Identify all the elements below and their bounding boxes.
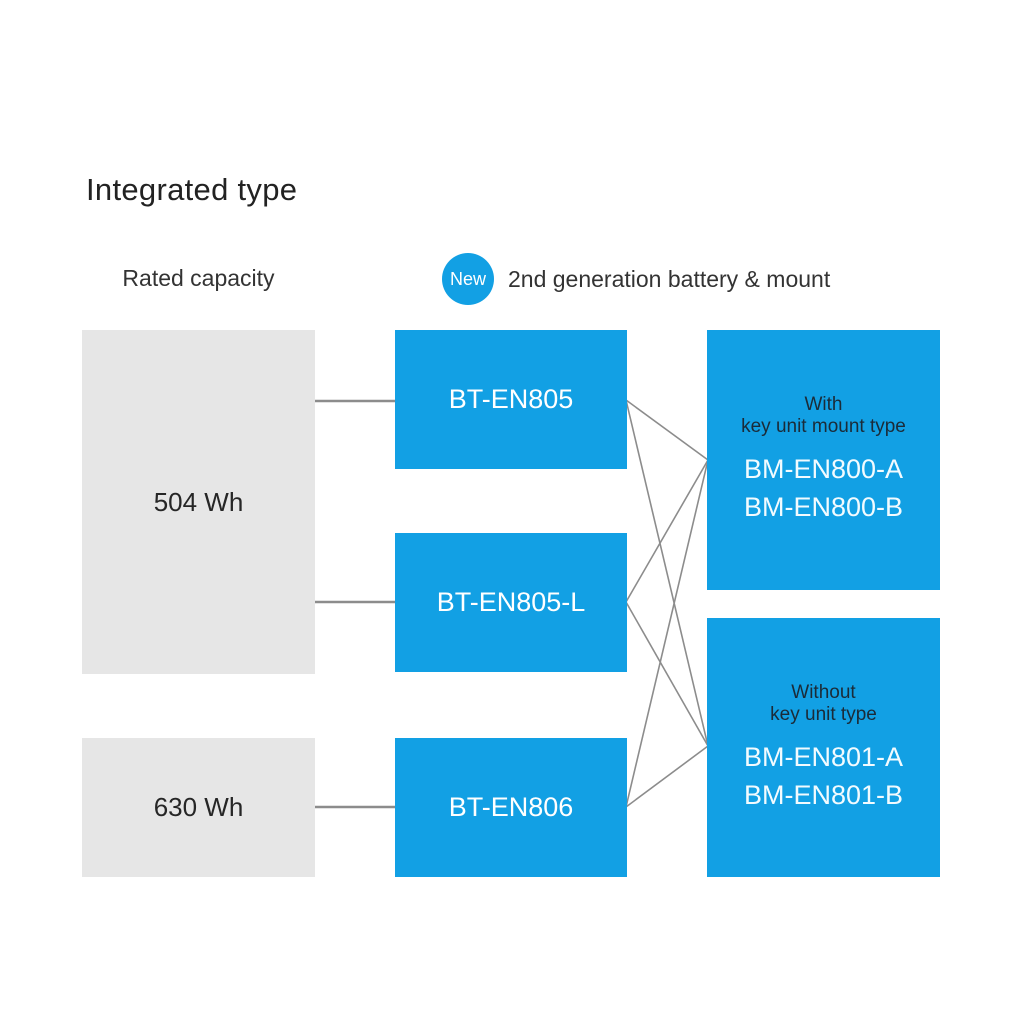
- mount-box-with-key-unit: With key unit mount type BM-EN800-A BM-E…: [707, 330, 940, 590]
- capacity-box-630wh: 630 Wh: [82, 738, 315, 877]
- mount-type-line2: key unit mount type: [741, 416, 906, 437]
- connector-line: [625, 399, 709, 461]
- capacity-value: 504 Wh: [153, 486, 244, 517]
- capacity-value: 630 Wh: [153, 792, 244, 822]
- new-badge: New: [442, 253, 494, 305]
- mount-model-label: BM-EN800-B: [743, 492, 904, 522]
- connector-line: [625, 459, 709, 808]
- mount-type-line2: key unit type: [770, 703, 877, 725]
- rated-capacity-label: Rated capacity: [122, 265, 275, 291]
- mount-box-without-key-unit: Without key unit type BM-EN801-A BM-EN80…: [707, 618, 940, 877]
- mount-type-line1: Without: [791, 681, 856, 703]
- capacity-box-504wh: 504 Wh: [82, 330, 315, 674]
- mount-type-line1: With: [804, 394, 843, 415]
- connector-line: [625, 459, 709, 603]
- mount-type-heading: With key unit mount type: [741, 394, 906, 438]
- mount-model-list: BM-EN801-A BM-EN801-B: [744, 738, 903, 814]
- battery-box-bt-en805: BT-EN805: [395, 330, 627, 469]
- battery-model-label: BT-EN805-L: [436, 587, 586, 617]
- battery-box-bt-en805-l: BT-EN805-L: [395, 533, 627, 672]
- battery-box-bt-en806: BT-EN806: [395, 738, 627, 877]
- mount-model-label: BM-EN801-A: [743, 741, 904, 772]
- mount-type-heading: Without key unit type: [770, 682, 877, 726]
- page-title: Integrated type: [86, 172, 298, 207]
- mount-model-label: BM-EN800-A: [743, 454, 904, 484]
- battery-model-label: BT-EN806: [448, 792, 574, 822]
- connector-line: [625, 399, 709, 747]
- connector-line: [625, 745, 709, 808]
- battery-model-label: BT-EN805: [448, 384, 574, 414]
- new-badge-label: New: [449, 268, 486, 289]
- connector-line: [625, 601, 709, 747]
- mount-model-list: BM-EN800-A BM-EN800-B: [744, 450, 903, 526]
- mount-model-label: BM-EN801-B: [743, 779, 904, 810]
- generation-caption: 2nd generation battery & mount: [508, 265, 831, 292]
